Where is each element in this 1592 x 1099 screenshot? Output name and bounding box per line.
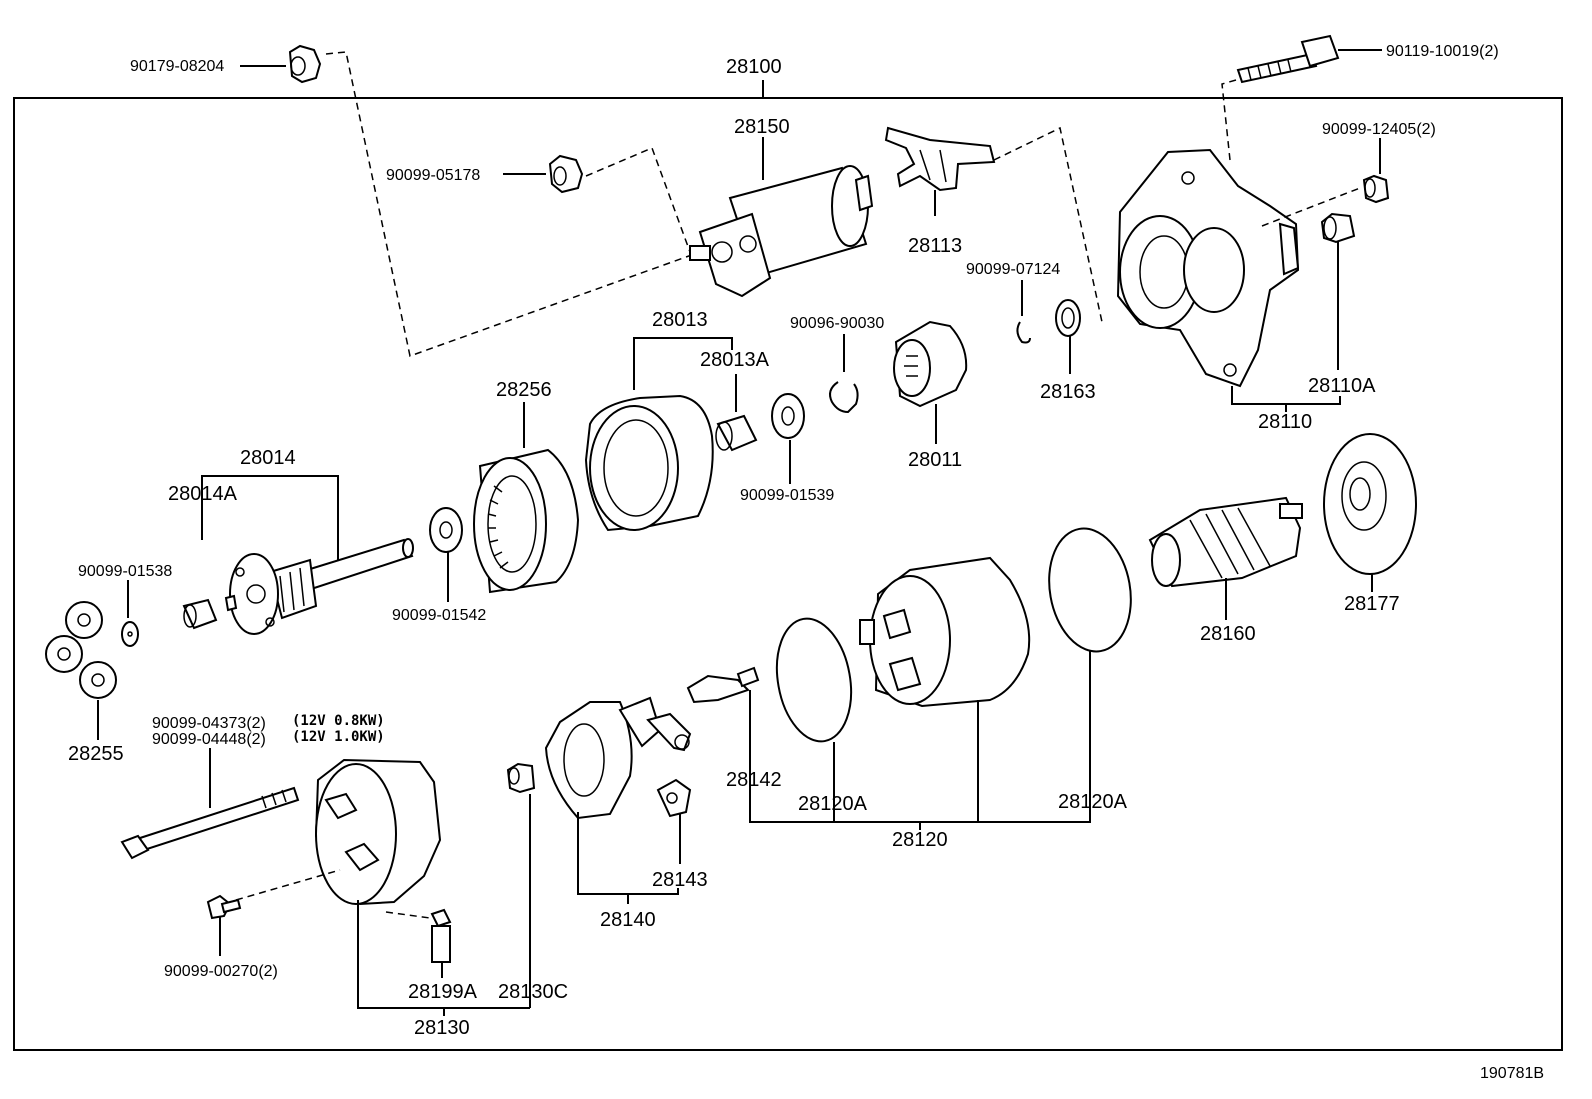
screw-90099-00270 [206, 894, 242, 956]
o-ring-28120A-left [775, 617, 853, 822]
label-90119-10019: 90119-10019(2) [1386, 43, 1499, 60]
label-90099-01542: 90099-01542 [392, 607, 486, 624]
label-28150: 28150 [734, 116, 790, 138]
label-28160: 28160 [1200, 623, 1256, 645]
nut-90099-05178 [503, 147, 691, 253]
brush-holder-28140 [544, 696, 692, 904]
bushing-28014A [182, 594, 238, 630]
label-28163: 28163 [1040, 381, 1096, 403]
bushing-90099-12405 [1362, 138, 1390, 204]
snap-ring-90096-90030 [829, 334, 859, 414]
washer-90099-01539 [771, 393, 805, 484]
label-28113: 28113 [908, 235, 962, 257]
label-90099-01539: 90099-01539 [740, 487, 834, 504]
assembly-border [13, 97, 1563, 1051]
label-28110A: 28110A [1308, 375, 1376, 397]
washer-90099-01538 [121, 580, 139, 647]
label-28014: 28014 [240, 447, 296, 469]
label-28120A-left: 28120A [798, 793, 868, 815]
internal-gear-28256 [473, 402, 580, 594]
label-90099-12405: 90099-12405(2) [1322, 121, 1436, 138]
clip-90099-07124 [1016, 280, 1031, 344]
label-28120A-right: 28120A [1058, 791, 1128, 813]
armature-28160 [1148, 496, 1303, 620]
label-90179-08204: 90179-08204 [130, 58, 224, 75]
planetary-gears-28255 [45, 601, 117, 740]
lever-28113 [884, 126, 1103, 323]
label-28199A: 28199A [408, 981, 478, 1003]
label-28140: 28140 [600, 909, 656, 931]
ring-28163 [1055, 299, 1081, 374]
note-12v-0-8kw: (12V 0.8KW) [292, 713, 385, 729]
label-90099-07124: 90099-07124 [966, 261, 1060, 278]
bolt-90119-10019 [1221, 34, 1382, 161]
bushing-28130C [506, 762, 536, 1008]
label-28014A: 28014A [168, 483, 238, 505]
diagram-id: 190781B [1480, 1065, 1544, 1082]
label-28100: 28100 [726, 56, 782, 78]
plate-28177 [1323, 433, 1417, 592]
label-28256: 28256 [496, 379, 552, 401]
o-ring-28120A-right [1048, 527, 1132, 653]
bushing-28110A [1320, 212, 1356, 370]
field-frame-28120 [749, 556, 1091, 830]
shaft-28014 [201, 475, 414, 635]
label-28013: 28013 [652, 309, 708, 331]
label-28143: 28143 [652, 869, 708, 891]
label-28130C: 28130C [498, 981, 568, 1003]
label-28255: 28255 [68, 743, 124, 765]
label-90099-05178: 90099-05178 [386, 167, 480, 184]
label-28142: 28142 [726, 769, 782, 791]
label-28013A: 28013A [700, 349, 770, 371]
note-12v-1-0kw: (12V 1.0KW) [292, 729, 385, 745]
label-28130: 28130 [414, 1017, 470, 1039]
label-28110: 28110 [1258, 411, 1312, 433]
solenoid-28150 [689, 137, 874, 298]
through-bolt-90099-04373 [120, 748, 300, 860]
label-28011: 28011 [908, 449, 962, 471]
label-90099-00270: 90099-00270(2) [164, 963, 278, 980]
end-frame-28130 [235, 758, 530, 1016]
label-28177: 28177 [1344, 593, 1400, 615]
housing-28110 [1116, 148, 1361, 412]
yoke-28013 [584, 337, 733, 532]
clutch-28011 [893, 320, 968, 444]
lead-wire-28142 [686, 666, 760, 704]
label-90099-04373: 90099-04373(2) [152, 715, 266, 732]
terminal-28199A [430, 908, 452, 978]
nut-90179-08204 [240, 44, 322, 84]
label-28120: 28120 [892, 829, 948, 851]
washer-90099-01542 [429, 507, 463, 602]
label-90096-90030: 90096-90030 [790, 315, 884, 332]
label-90099-01538: 90099-01538 [78, 563, 172, 580]
spring-28143 [656, 778, 692, 864]
bushing-28013A [715, 374, 758, 452]
label-90099-04448: 90099-04448(2) [152, 731, 266, 748]
